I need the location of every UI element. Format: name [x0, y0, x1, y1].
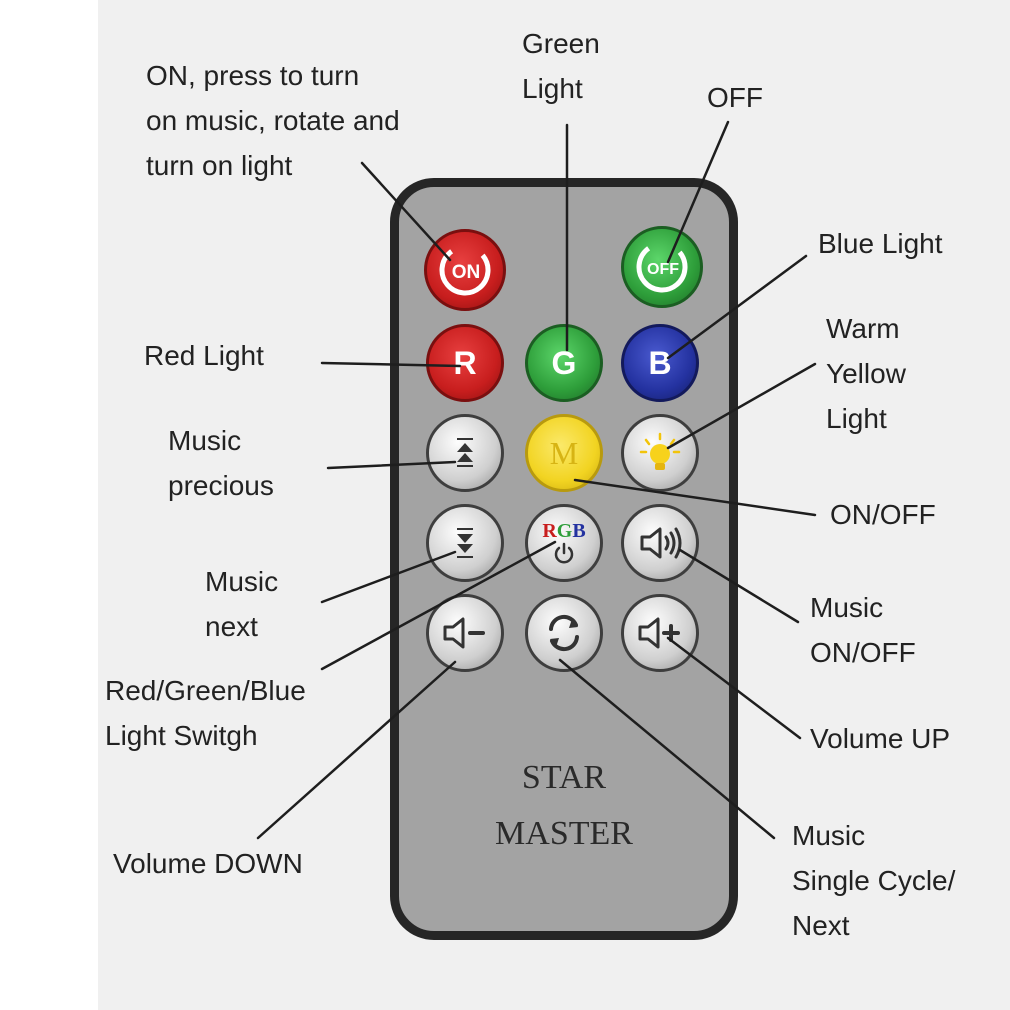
- leader-warm: [668, 364, 815, 448]
- label-on: ON, press to turn on music, rotate and t…: [146, 53, 400, 188]
- leader-blue: [668, 256, 806, 358]
- label-warm-yellow-light: Warm Yellow Light: [826, 306, 906, 441]
- leader-cycle: [560, 660, 774, 838]
- label-music-on-off: Music ON/OFF: [810, 585, 916, 675]
- leader-music-next: [322, 552, 455, 602]
- label-green-light: Green Light: [522, 21, 600, 111]
- leader-on-off: [575, 480, 815, 515]
- leader-rgb: [322, 542, 555, 669]
- leader-music-prev: [328, 462, 455, 468]
- label-volume-up: Volume UP: [810, 716, 950, 761]
- label-off: OFF: [707, 75, 763, 120]
- label-volume-down: Volume DOWN: [113, 841, 303, 886]
- leader-vol-up: [668, 638, 800, 738]
- leader-red: [322, 363, 460, 366]
- label-rgb-switch: Red/Green/Blue Light Switgh: [105, 668, 306, 758]
- label-music-single-cycle: Music Single Cycle/ Next: [792, 813, 955, 948]
- leader-music-on-off: [680, 550, 798, 622]
- label-music-previous: Music precious: [168, 418, 274, 508]
- label-music-next: Music next: [205, 559, 278, 649]
- label-on-off: ON/OFF: [830, 492, 936, 537]
- leader-off: [668, 122, 728, 262]
- label-blue-light: Blue Light: [818, 221, 943, 266]
- label-red-light: Red Light: [144, 333, 264, 378]
